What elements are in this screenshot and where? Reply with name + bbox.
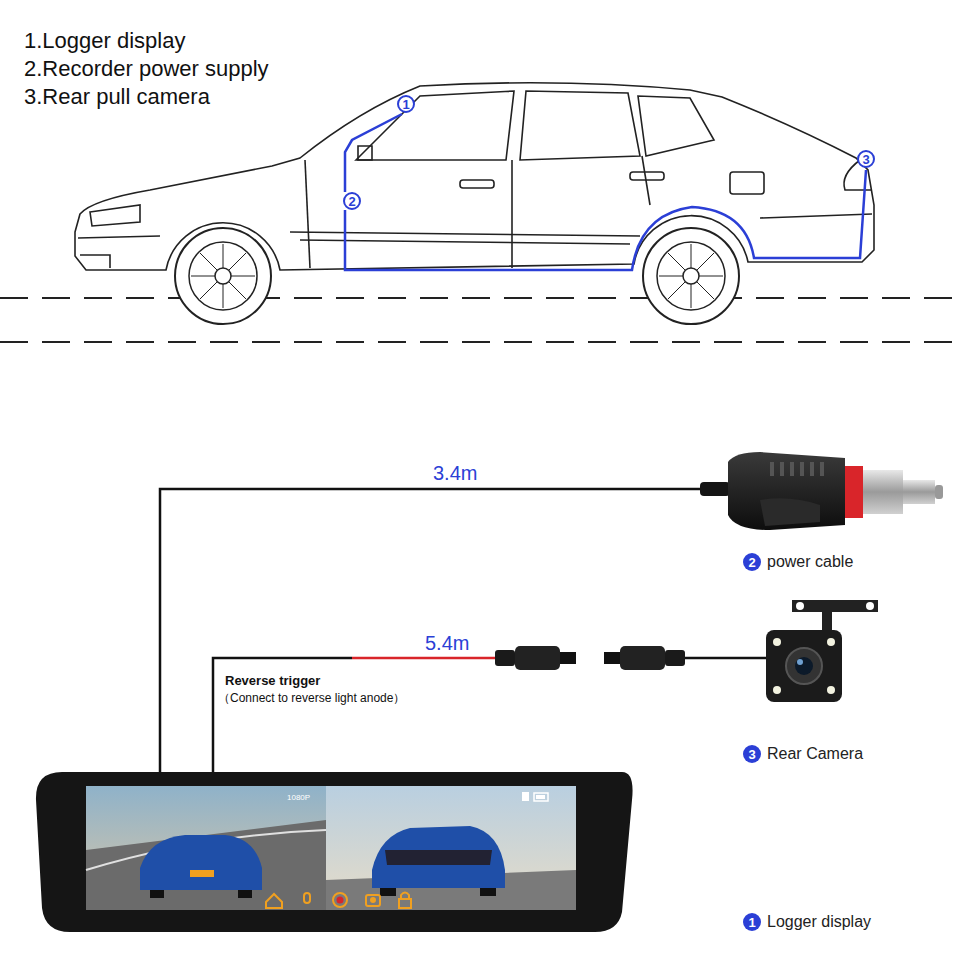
car-charger-plug [700, 452, 943, 530]
callout-node: 2 [343, 192, 361, 210]
road-line [0, 341, 960, 343]
callout-number: 3 [743, 745, 761, 763]
signal-name: Reverse trigger [225, 673, 320, 688]
callout-number: 2 [343, 192, 361, 210]
connector [495, 646, 685, 670]
part-name: power cable [767, 553, 853, 571]
legend-item: 1.Logger display [24, 28, 185, 54]
callout-number: 1 [397, 95, 415, 113]
callout-number: 3 [857, 150, 875, 168]
camera-wire [213, 658, 352, 772]
wheel [175, 228, 739, 324]
callout-number: 2 [743, 553, 761, 571]
callout-node: 1 [397, 95, 415, 113]
rear-camera [766, 600, 878, 702]
callout-node: 2 power cable [743, 553, 853, 571]
note: （Connect to reverse light anode） [218, 690, 405, 707]
legend-item: 3.Rear pull camera [24, 84, 210, 110]
callout-node: 3 Rear Camera [743, 745, 863, 763]
part-name: Logger display [767, 913, 871, 931]
road-line [0, 297, 960, 299]
mirror-display [36, 772, 633, 932]
callout-node: 3 [857, 150, 875, 168]
callout-number: 1 [743, 913, 761, 931]
screen-text: 1080P [287, 793, 310, 802]
legend-item: 2.Recorder power supply [24, 56, 269, 82]
cable-route [345, 114, 866, 270]
dimension: 5.4m [425, 632, 469, 655]
callout-node: 1 Logger display [743, 913, 871, 931]
camera-wire [685, 657, 768, 660]
trigger-wire [352, 657, 495, 660]
dimension: 3.4m [433, 462, 477, 485]
power-wire [160, 489, 705, 772]
part-name: Rear Camera [767, 745, 863, 763]
